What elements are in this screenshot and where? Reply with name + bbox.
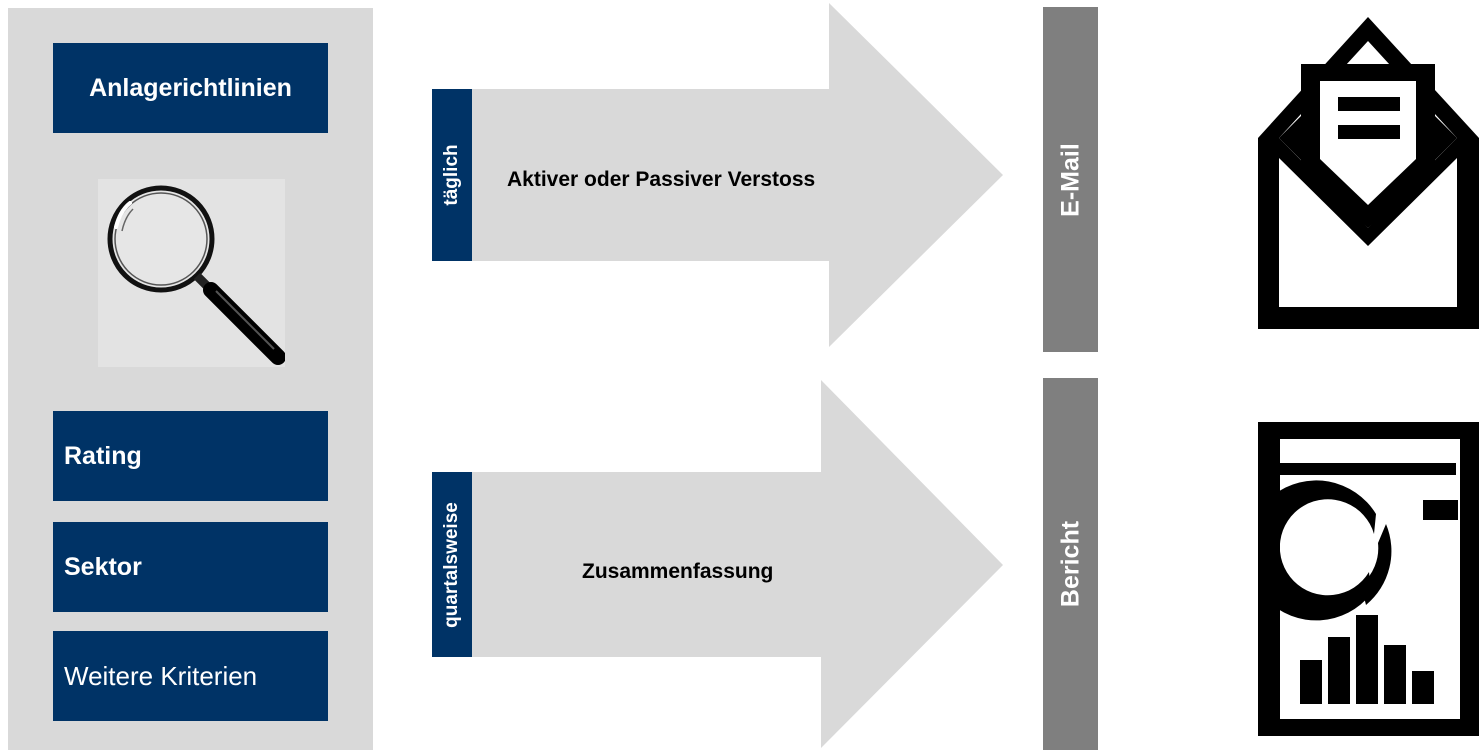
magnifier-icon — [98, 179, 286, 367]
criteria-item-label: Sektor — [64, 552, 142, 581]
criteria-item-label: Weitere Kriterien — [64, 660, 258, 691]
criteria-item-label: Rating — [64, 441, 142, 470]
frequency-label: quartalsweise — [441, 501, 462, 628]
frequency-label: täglich — [441, 144, 462, 206]
flow-arrow-quarterly — [470, 380, 1003, 748]
frequency-bar-daily: täglich — [432, 89, 472, 261]
frequency-bar-quarterly: quartalsweise — [432, 472, 472, 657]
criteria-title: Anlagerichtlinien — [53, 43, 328, 133]
criteria-item-sektor: Sektor — [53, 522, 328, 612]
output-bar-report: Bericht — [1043, 378, 1098, 750]
output-label: Bericht — [1056, 520, 1084, 608]
criteria-title-label: Anlagerichtlinien — [89, 74, 292, 102]
output-bar-email: E-Mail — [1043, 7, 1098, 352]
flow-label-quarterly: Zusammenfassung — [582, 560, 774, 583]
flow-label-daily: Aktiver oder Passiver Verstoss — [507, 168, 816, 191]
output-label: E-Mail — [1056, 142, 1084, 217]
report-chart-icon — [1258, 422, 1479, 736]
criteria-item-rating: Rating — [53, 411, 328, 501]
envelope-icon — [1258, 17, 1479, 329]
criteria-item-weitere: Weitere Kriterien — [53, 631, 328, 721]
flow-arrow-daily — [470, 3, 1003, 347]
